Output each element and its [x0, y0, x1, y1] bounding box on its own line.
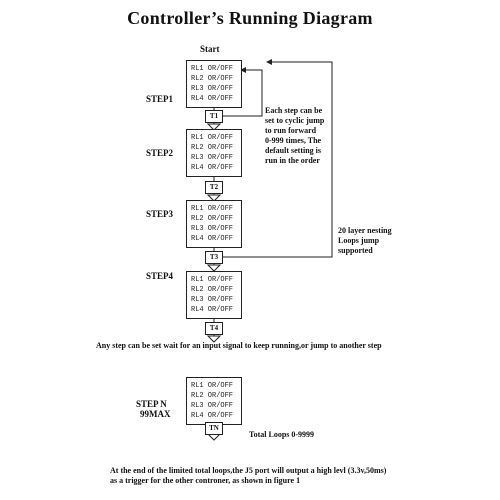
- relay-row: RL3 OR/OFF: [191, 296, 234, 304]
- relay-row: RL3 OR/OFF: [191, 402, 234, 410]
- footer-note: At the end of the limited total loops,th…: [110, 466, 386, 486]
- footer-line: At the end of the limited total loops,th…: [110, 466, 387, 475]
- step-box: RL1 OR/OFF RL2 OR/OFF RL3 OR/OFF RL4 OR/…: [186, 60, 242, 108]
- relay-row: RL4 OR/OFF: [191, 306, 234, 314]
- down-arrow-head: [206, 194, 222, 202]
- relay-row: RL1 OR/OFF: [191, 382, 234, 390]
- note-line: supported: [338, 246, 373, 255]
- down-arrow-head: [206, 264, 222, 272]
- note-line: run in the order: [265, 156, 320, 165]
- step-box: RL1 OR/OFF RL2 OR/OFF RL3 OR/OFF RL4 OR/…: [186, 271, 242, 319]
- note-line: default setting is: [265, 146, 321, 155]
- relay-row: RL1 OR/OFF: [191, 276, 234, 284]
- arrow-head: [266, 59, 272, 65]
- transition-box: T1: [205, 110, 223, 123]
- note-line: 20 layer nesting: [338, 226, 392, 235]
- relay-row: RL4 OR/OFF: [191, 95, 234, 103]
- down-arrow-head: [206, 335, 222, 343]
- relay-row: RL1 OR/OFF: [191, 134, 234, 142]
- relay-row: RL2 OR/OFF: [191, 286, 234, 294]
- step-box: RL1 OR/OFF RL2 OR/OFF RL3 OR/OFF RL4 OR/…: [186, 200, 242, 248]
- step-box: RL1 OR/OFF RL2 OR/OFF RL3 OR/OFF RL4 OR/…: [186, 129, 242, 177]
- nesting-note: 20 layer nesting Loops jump supported: [338, 226, 392, 256]
- transition-box: T4: [205, 322, 223, 335]
- input-signal-note: Any step can be set wait for an input si…: [96, 341, 382, 350]
- transition-box: T2: [205, 181, 223, 194]
- loop-back-line-short: [223, 69, 263, 117]
- relay-row: RL1 OR/OFF: [191, 65, 234, 73]
- footer-line: as a trigger for the other controner, as…: [110, 476, 301, 485]
- relay-row: RL2 OR/OFF: [191, 75, 234, 83]
- page-title: Controller’s Running Diagram: [127, 8, 373, 28]
- start-label: Start: [200, 44, 220, 54]
- note-line: set to cyclic jump: [265, 116, 325, 125]
- note-line: 0-999 times, The: [265, 136, 322, 145]
- step-label: STEP4: [146, 271, 174, 281]
- relay-row: RL2 OR/OFF: [191, 144, 234, 152]
- relay-row: RL4 OR/OFF: [191, 412, 234, 420]
- arrow-head: [240, 67, 246, 73]
- transition-box: T3: [205, 251, 223, 264]
- relay-row: RL1 OR/OFF: [191, 205, 234, 213]
- down-arrow-head: [206, 123, 222, 131]
- step-label: STEP2: [146, 148, 174, 158]
- relay-row: RL2 OR/OFF: [191, 215, 234, 223]
- cyclic-jump-note: Each step can be set to cyclic jump to r…: [265, 106, 324, 166]
- relay-row: RL2 OR/OFF: [191, 392, 234, 400]
- step-label: STEP3: [146, 209, 174, 219]
- relay-row: RL4 OR/OFF: [191, 164, 234, 172]
- relay-row: RL3 OR/OFF: [191, 154, 234, 162]
- relay-row: RL3 OR/OFF: [191, 225, 234, 233]
- relay-row: RL4 OR/OFF: [191, 235, 234, 243]
- transition-box: TN: [205, 422, 223, 435]
- note-line: Each step can be: [265, 106, 323, 115]
- step-box: RL1 OR/OFF RL2 OR/OFF RL3 OR/OFF RL4 OR/…: [186, 377, 242, 425]
- note-line: to run forward: [265, 126, 317, 135]
- loop-back-line-long: [223, 61, 333, 258]
- relay-row: RL3 OR/OFF: [191, 85, 234, 93]
- total-loops-note: Total Loops 0-9999: [249, 430, 315, 439]
- step-label: STEP N: [136, 399, 167, 409]
- step-max-label: 99MAX: [140, 409, 171, 419]
- note-line: Loops jump: [338, 236, 380, 245]
- step-label: STEP1: [146, 94, 174, 104]
